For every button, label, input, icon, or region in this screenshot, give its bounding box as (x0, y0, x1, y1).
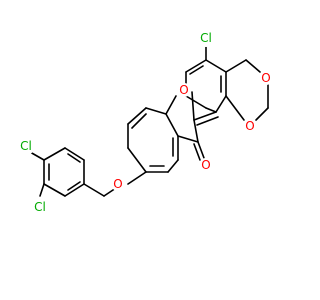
bond (67, 153, 81, 163)
bond (215, 95, 227, 113)
oxygen-label: O (201, 158, 210, 172)
bond (193, 143, 201, 161)
bond (167, 159, 179, 173)
chlorine-atom-upper-left: Cl (17, 137, 35, 155)
bond (165, 95, 177, 115)
carbonyl-oxygen-atom: O (199, 158, 213, 172)
oxygen-label: O (179, 83, 188, 97)
bond (127, 107, 147, 125)
bond (191, 91, 195, 121)
bond (43, 147, 66, 161)
chlorine-atom-lower-left: Cl (31, 198, 49, 216)
atom-labels: Cl Cl Cl O O O O O (17, 29, 273, 216)
bond (43, 183, 66, 197)
bond (205, 107, 217, 113)
bond (83, 183, 105, 197)
oxygen-label: O (113, 177, 122, 191)
bond (245, 59, 261, 73)
bond (145, 107, 167, 115)
bond (131, 113, 147, 129)
bond (39, 183, 45, 197)
canvas-background (0, 0, 300, 300)
furan-oxygen-atom: O (177, 83, 191, 97)
bond (185, 59, 207, 73)
bond (189, 65, 204, 75)
chlorine-label: Cl (34, 200, 46, 214)
bond (185, 95, 207, 109)
chemical-structure-diagram: Cl Cl Cl O O O O O (0, 0, 300, 300)
bond (64, 183, 85, 197)
ether-oxygen-atom: O (111, 177, 125, 191)
bond (64, 147, 85, 161)
dioxane-oxygen-upper: O (259, 71, 273, 85)
chlorine-atom-upper-right: Cl (197, 29, 215, 47)
bond (193, 111, 217, 121)
bond (29, 151, 45, 161)
bond (197, 141, 205, 159)
oxygen-label: O (245, 119, 254, 133)
bond (225, 59, 247, 73)
bond (177, 135, 199, 143)
bond (255, 107, 269, 121)
bond (193, 119, 199, 143)
bond (165, 113, 179, 137)
chlorine-label: Cl (20, 139, 32, 153)
bond (127, 171, 147, 185)
chlorine-label: Cl (200, 31, 212, 45)
bond (205, 59, 227, 73)
bond (67, 181, 81, 191)
bond (225, 95, 245, 121)
bond (127, 147, 147, 173)
oxygen-label: O (261, 71, 270, 85)
bond (196, 116, 219, 126)
dioxane-oxygen-lower: O (243, 119, 257, 133)
